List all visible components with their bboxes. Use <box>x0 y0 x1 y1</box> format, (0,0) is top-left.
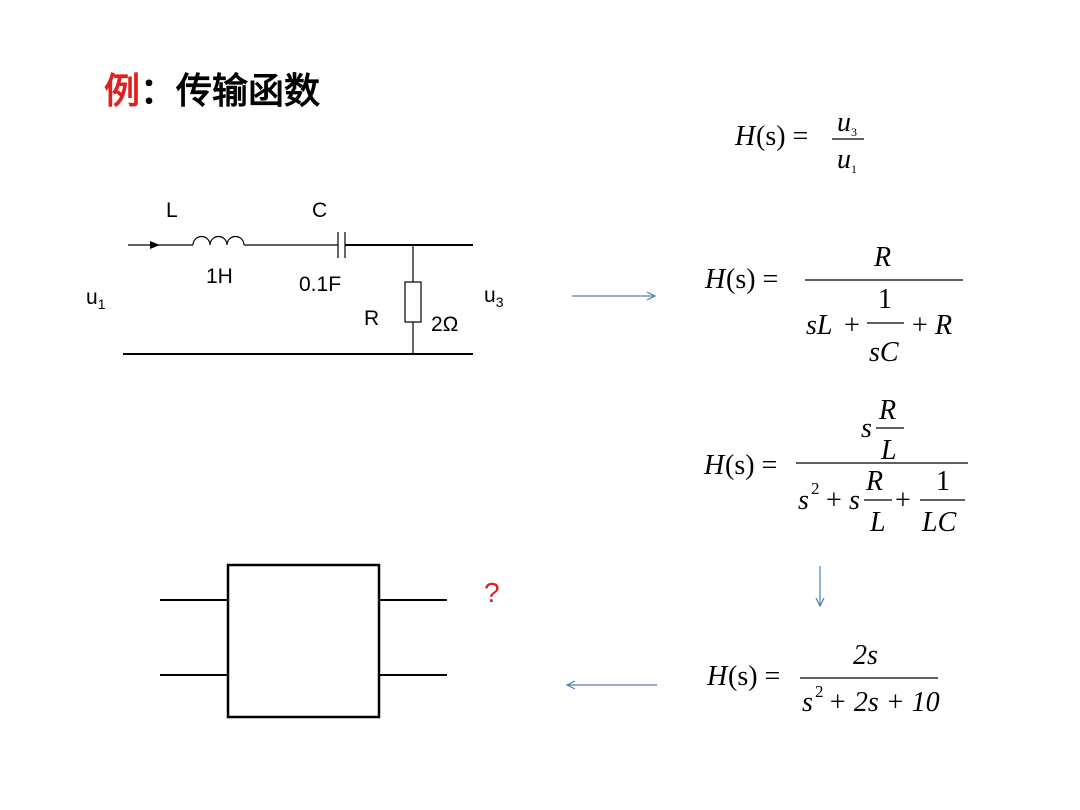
capacitor-value: 0.1F <box>299 273 341 296</box>
question-mark: ? <box>484 577 500 608</box>
svg-text:H: H <box>734 121 757 152</box>
svg-text:u1: u1 <box>837 144 857 176</box>
two-port-block: ? <box>160 563 500 719</box>
svg-text:(s) =: (s) = <box>726 264 778 295</box>
output-voltage-label: u3 <box>484 284 504 310</box>
inductor-label: L <box>166 199 178 222</box>
svg-text:R: R <box>878 395 896 426</box>
inductor-value: 1H <box>206 265 233 288</box>
input-arrow-head <box>150 241 160 249</box>
svg-text:s: s <box>861 413 872 444</box>
svg-text:+: + <box>826 485 842 516</box>
svg-text:L: L <box>869 507 886 538</box>
svg-text:L: L <box>880 435 897 466</box>
svg-text:(s) =: (s) = <box>756 121 808 152</box>
svg-text:1: 1 <box>878 284 892 315</box>
input-voltage-label: u1 <box>86 286 106 312</box>
svg-text:s: s <box>849 485 860 516</box>
svg-text:H: H <box>703 450 726 481</box>
svg-text:+: + <box>844 310 860 341</box>
svg-text:R: R <box>934 310 952 341</box>
svg-text:2: 2 <box>815 682 824 701</box>
svg-text:R: R <box>873 242 891 273</box>
formula-impedance: H (s) = R sL + 1 sC + R <box>704 242 963 368</box>
svg-text:H: H <box>704 264 727 295</box>
svg-text:H: H <box>706 661 729 692</box>
formula-numeric: H (s) = 2s s 2 + 2s + 10 <box>706 640 940 718</box>
capacitor-label: C <box>312 199 327 222</box>
svg-text:(s) =: (s) = <box>728 661 780 692</box>
arrow-right <box>572 291 657 301</box>
arrow-left <box>565 680 657 690</box>
svg-text:s: s <box>798 485 809 516</box>
formula-expanded: H (s) = s R L s 2 + s R L + 1 LC <box>703 395 968 538</box>
title-prefix: 例 <box>104 71 141 112</box>
svg-text:2: 2 <box>811 479 820 498</box>
circuit: L 1H C 0.1F R 2Ω u1 u3 <box>86 199 504 355</box>
svg-text:+: + <box>912 310 928 341</box>
title-suffix: ：传输函数 <box>140 71 321 112</box>
svg-text:s: s <box>802 687 813 718</box>
svg-text:1: 1 <box>936 466 950 497</box>
svg-text:u3: u3 <box>837 107 857 139</box>
page-title: 例：传输函数 <box>104 62 320 114</box>
formula-definition: H (s) = u3 u1 <box>734 107 864 176</box>
svg-text:+: + <box>895 485 911 516</box>
svg-text:sL: sL <box>806 310 832 341</box>
resistor-symbol <box>404 281 422 323</box>
svg-text:+ 2s + 10: + 2s + 10 <box>828 687 940 718</box>
arrow-down <box>815 566 825 608</box>
svg-text:(s) =: (s) = <box>725 450 777 481</box>
resistor-label: R <box>364 307 379 330</box>
block-box <box>226 563 381 719</box>
inductor-symbol <box>192 235 245 246</box>
svg-text:LC: LC <box>921 507 957 538</box>
svg-text:2s: 2s <box>853 640 878 671</box>
svg-text:R: R <box>865 466 883 497</box>
svg-text:sC: sC <box>869 337 899 368</box>
resistor-value: 2Ω <box>431 313 458 336</box>
